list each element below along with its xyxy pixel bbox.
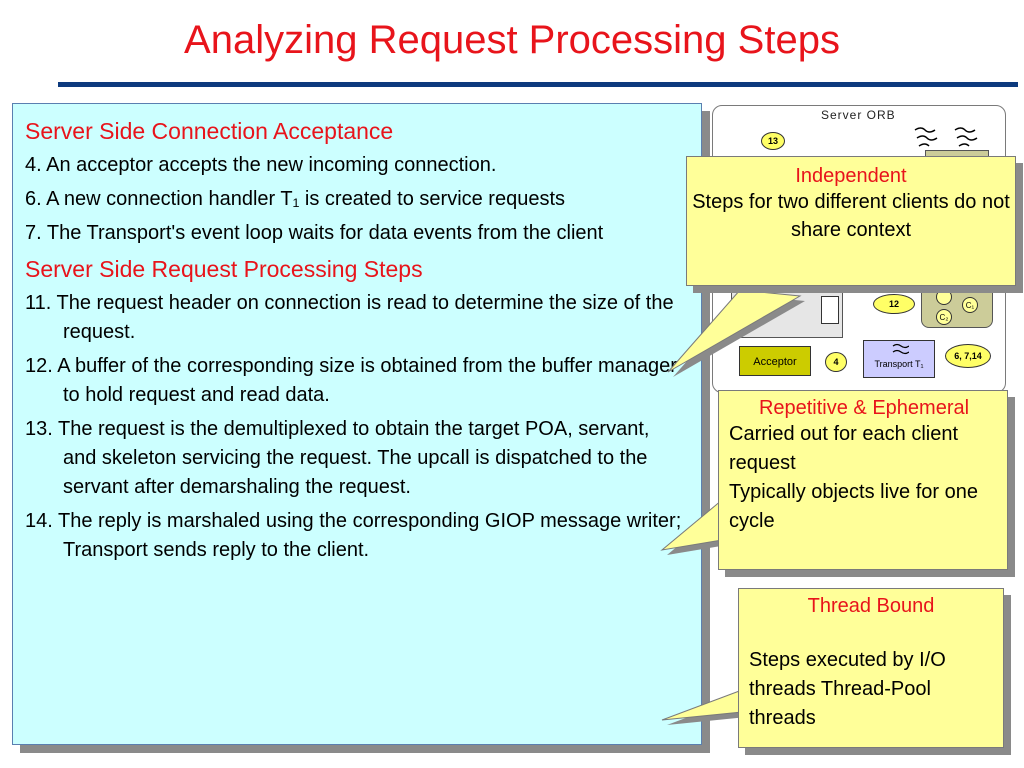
title-rule: [58, 82, 1018, 87]
thread-squiggles-icon: [914, 127, 978, 147]
step-13: 13. The request is the demultiplexed to …: [25, 418, 650, 498]
independent-callout-body: Steps for two different clients do not s…: [692, 191, 1010, 241]
buffer-slot: [821, 296, 839, 324]
step-14: 14. The reply is marshaled using the cor…: [25, 510, 682, 561]
repetitive-callout-title: Repetitive & Ephemeral: [758, 397, 970, 419]
step-13-marker: 13: [761, 132, 785, 150]
thread-icon: [892, 343, 909, 355]
step-11: 11. The request header on connection is …: [25, 292, 674, 343]
step-12-marker: 12: [873, 294, 915, 314]
repetitive-callout-line2: Typically objects live for one cycle: [729, 481, 979, 532]
independent-callout-title: Independent: [795, 165, 907, 187]
main-text-box: Server Side Connection Acceptance 4. An …: [12, 103, 702, 745]
step-6: 6. A new connection handler T₁ is create…: [25, 188, 566, 210]
independent-callout: Independent Steps for two different clie…: [686, 156, 1016, 286]
step-4: 4. An acceptor accepts the new incoming …: [25, 154, 497, 176]
transport-box: Transport T₁: [863, 340, 935, 378]
repetitive-callout-line1: Carried out for each client request: [729, 423, 959, 474]
section-title-acceptance: Server Side Connection Acceptance: [25, 118, 394, 144]
thread-bound-callout-title: Thread Bound: [807, 595, 935, 617]
client-c2: C₂: [936, 309, 952, 325]
slide-title: Analyzing Request Processing Steps: [184, 18, 840, 62]
step-4-marker: 4: [825, 352, 847, 372]
client-c1: C₁: [962, 297, 978, 313]
step-12: 12. A buffer of the corresponding size i…: [25, 355, 677, 406]
section-title-processing: Server Side Request Processing Steps: [25, 256, 423, 282]
server-orb-label: Server ORB: [821, 108, 896, 122]
step-7: 7. The Transport's event loop waits for …: [25, 222, 604, 244]
thread-bound-callout: Thread Bound Steps executed by I/O threa…: [738, 588, 1004, 748]
acceptor-box: Acceptor: [739, 346, 811, 376]
thread-bound-callout-body: Steps executed by I/O threads Thread-Poo…: [749, 649, 946, 729]
repetitive-callout: Repetitive & Ephemeral Carried out for e…: [718, 390, 1008, 570]
step-6-7-14-marker: 6, 7,14: [945, 344, 991, 368]
transport-label: Transport T₁: [874, 359, 924, 369]
